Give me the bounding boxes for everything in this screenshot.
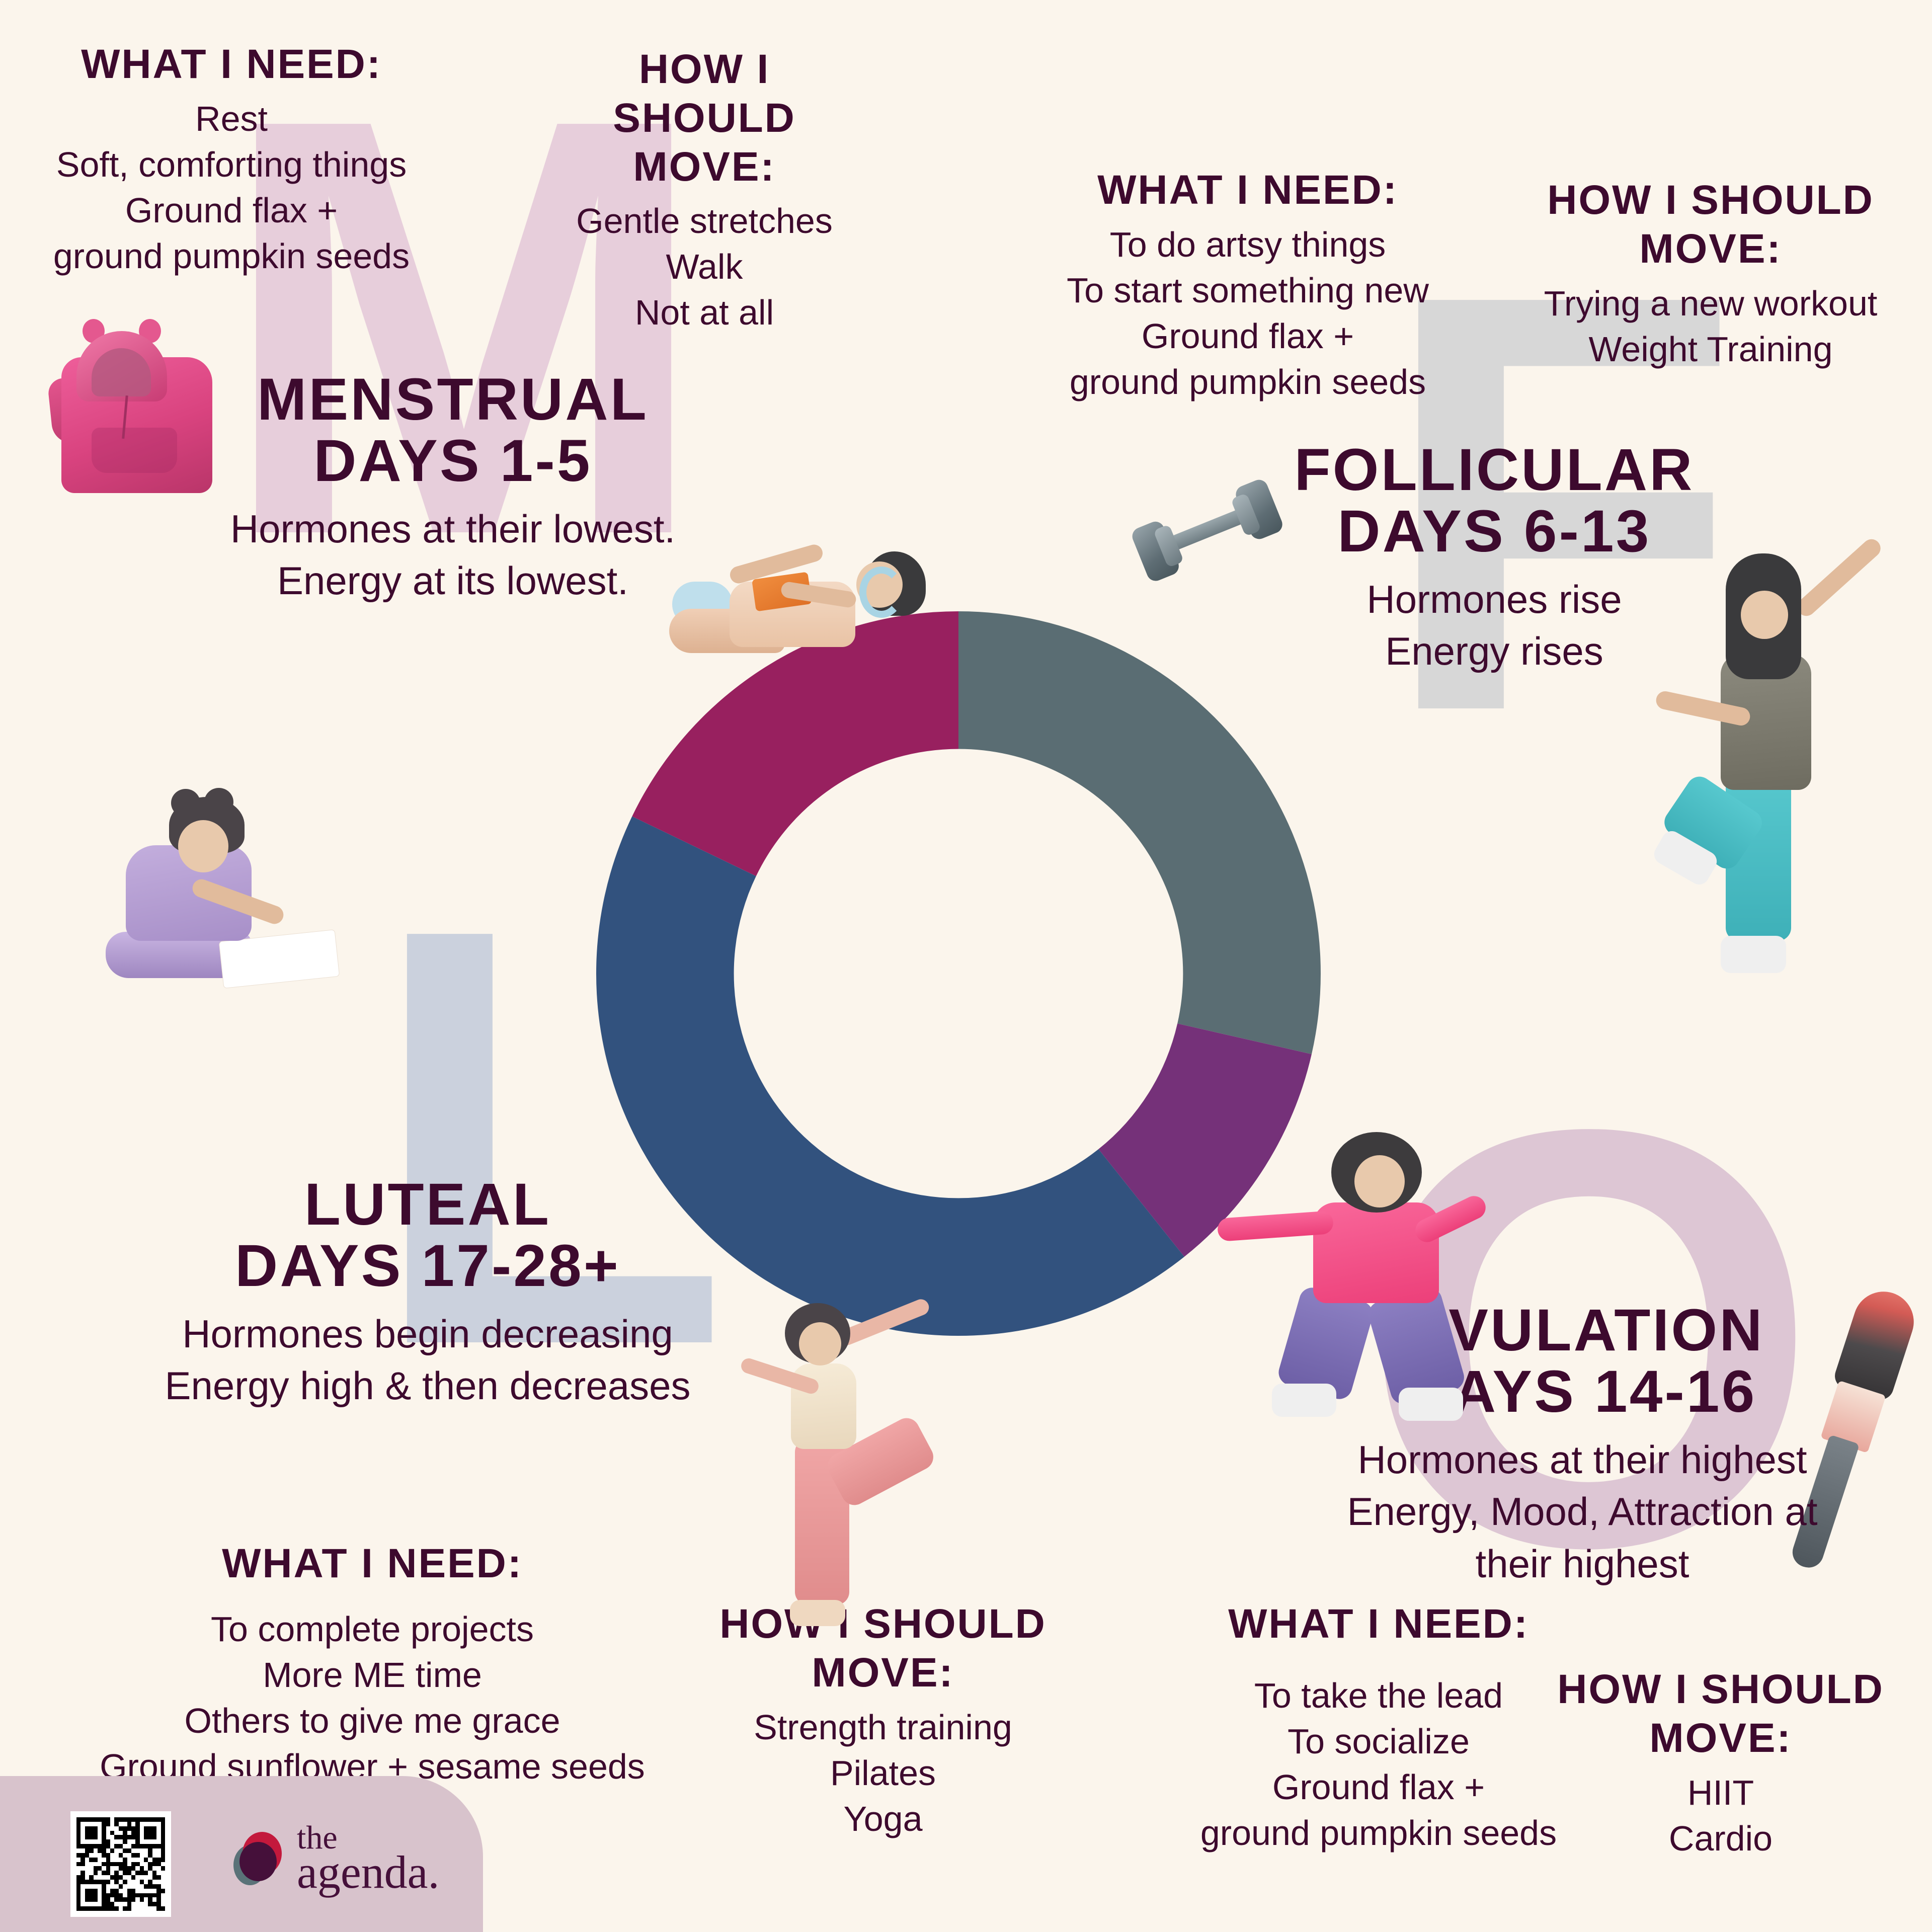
- desc-line: Hormones at their highest: [1357, 1437, 1807, 1482]
- menstrual-phase-days: DAYS 1-5: [313, 427, 592, 494]
- watermark-letter-m: M: [216, 0, 711, 659]
- logo-line-2: agenda.: [297, 1846, 440, 1898]
- desc-line: Energy at its lowest.: [277, 558, 628, 603]
- warrior-pose-figure-illustration: [1213, 1132, 1524, 1444]
- list-item: Not at all: [634, 293, 774, 333]
- resting-reading-figure-illustration: [654, 533, 936, 694]
- ovulation-need-heading: WHAT I NEED:: [1228, 1601, 1529, 1647]
- follicular-need-heading: WHAT I NEED:: [1097, 167, 1398, 213]
- list-item: ground pumpkin seeds: [53, 236, 410, 276]
- follicular-phase-days: DAYS 6-13: [1337, 498, 1651, 565]
- menstrual-need-heading: WHAT I NEED:: [81, 41, 382, 87]
- qr-code-grid: [76, 1817, 165, 1911]
- hoodie-illustration: [47, 302, 231, 503]
- follicular-title-block: FOLLICULAR DAYS 6-13 Hormones rise Energ…: [1228, 437, 1761, 678]
- qr-code[interactable]: [70, 1811, 171, 1917]
- menstrual-phase-name: MENSTRUAL: [257, 366, 649, 433]
- menstrual-need-list: Rest Soft, comforting things Ground flax…: [30, 96, 433, 279]
- logo-mark-icon: [231, 1830, 288, 1886]
- luteal-phase-days: DAYS 17-28+: [235, 1232, 620, 1299]
- list-item: More ME time: [263, 1655, 482, 1695]
- luteal-move-heading: HOW I SHOULD MOVE:: [719, 1601, 1046, 1696]
- menstrual-phase-desc: Hormones at their lowest. Energy at its …: [166, 503, 740, 607]
- donut-segment-follicular: [958, 611, 1321, 1055]
- logo-line-1: the: [297, 1819, 338, 1856]
- luteal-phase-name: LUTEAL: [304, 1171, 551, 1238]
- ovulation-move-block: HOW I SHOULD MOVE: HIIT Cardio: [1519, 1665, 1922, 1862]
- list-item: ground pumpkin seeds: [1069, 362, 1426, 401]
- follicular-phase-name: FOLLICULAR: [1294, 437, 1695, 503]
- menstrual-need-block: WHAT I NEED: Rest Soft, comforting thing…: [30, 40, 433, 279]
- list-item: To take the lead: [1254, 1675, 1503, 1715]
- luteal-need-heading: WHAT I NEED:: [222, 1541, 523, 1586]
- dancer-yoga-pose-figure-illustration: [725, 1268, 956, 1640]
- list-item: Gentle stretches: [576, 201, 833, 241]
- desc-line: Hormones rise: [1366, 577, 1622, 621]
- logo-wordmark: the agenda.: [297, 1819, 440, 1898]
- luteal-need-block: WHAT I NEED: To complete projects More M…: [80, 1540, 664, 1790]
- ovulation-need-list: To take the lead To socialize Ground fla…: [1152, 1673, 1605, 1856]
- menstrual-move-heading: HOW I SHOULD MOVE:: [613, 46, 796, 190]
- studying-figure-illustration: [70, 785, 342, 1006]
- follicular-need-block: WHAT I NEED: To do artsy things To start…: [1021, 166, 1474, 405]
- luteal-move-block: HOW I SHOULD MOVE: Strength training Pil…: [669, 1600, 1097, 1842]
- list-item: Rest: [195, 99, 268, 138]
- jumping-figure-illustration: [1650, 535, 1902, 991]
- ovulation-phase-name: OVULATION: [1400, 1297, 1764, 1363]
- ovulation-need-block: WHAT I NEED: To take the lead To sociali…: [1152, 1600, 1605, 1856]
- luteal-move-list: Strength training Pilates Yoga: [669, 1705, 1097, 1842]
- luteal-phase-desc: Hormones begin decreasing Energy high & …: [91, 1308, 765, 1412]
- list-item: Trying a new workout: [1544, 283, 1878, 323]
- follicular-move-heading: HOW I SHOULD MOVE:: [1547, 177, 1874, 272]
- desc-line: Energy high & then decreases: [165, 1363, 691, 1408]
- follicular-need-list: To do artsy things To start something ne…: [1021, 222, 1474, 405]
- list-item: To complete projects: [211, 1609, 534, 1649]
- menstrual-move-list: Gentle stretches Walk Not at all: [543, 198, 865, 336]
- menstrual-title-block: MENSTRUAL DAYS 1-5 Hormones at their low…: [166, 367, 740, 607]
- list-item: Weight Training: [1588, 329, 1833, 369]
- list-item: Soft, comforting things: [56, 144, 407, 184]
- list-item: Ground flax +: [1272, 1767, 1485, 1807]
- list-item: Others to give me grace: [184, 1701, 560, 1740]
- list-item: To do artsy things: [1109, 224, 1386, 264]
- desc-line: their highest: [1475, 1542, 1689, 1586]
- list-item: To socialize: [1287, 1721, 1470, 1761]
- list-item: Walk: [666, 247, 743, 287]
- list-item: Strength training: [754, 1707, 1012, 1747]
- desc-line: Hormones at their lowest.: [230, 506, 676, 551]
- ovulation-title-block: OVULATION DAYS 14-16 Hormones at their h…: [1273, 1298, 1892, 1590]
- follicular-phase-desc: Hormones rise Energy rises: [1228, 574, 1761, 678]
- donut-segment-ovulation: [1098, 1023, 1312, 1257]
- ovulation-phase-desc: Hormones at their highest Energy, Mood, …: [1273, 1434, 1892, 1590]
- donut-segment-menstrual: [632, 611, 958, 876]
- luteal-title-block: LUTEAL DAYS 17-28+ Hormones begin decrea…: [91, 1172, 765, 1412]
- desc-line: Hormones begin decreasing: [182, 1311, 673, 1356]
- desc-line: Energy rises: [1385, 629, 1603, 674]
- list-item: HIIT: [1687, 1773, 1754, 1812]
- list-item: Ground flax +: [1141, 316, 1354, 356]
- list-item: Ground flax +: [125, 190, 338, 230]
- follicular-move-list: Trying a new workout Weight Training: [1499, 281, 1922, 372]
- list-item: Pilates: [830, 1753, 936, 1793]
- desc-line: Energy, Mood, Attraction at: [1347, 1489, 1818, 1534]
- donut-segment-luteal: [596, 816, 1184, 1336]
- follicular-move-block: HOW I SHOULD MOVE: Trying a new workout …: [1499, 176, 1922, 372]
- ovulation-move-heading: HOW I SHOULD MOVE:: [1557, 1666, 1884, 1761]
- list-item: Yoga: [843, 1799, 923, 1838]
- ovulation-phase-days: DAYS 14-16: [1408, 1358, 1757, 1425]
- brand-logo[interactable]: the agenda.: [231, 1819, 440, 1898]
- cycle-donut-chart: [596, 611, 1321, 1336]
- list-item: Cardio: [1668, 1818, 1773, 1858]
- list-item: To start something new: [1067, 270, 1429, 310]
- luteal-need-list: To complete projects More ME time Others…: [80, 1606, 664, 1790]
- donut-svg: [596, 611, 1321, 1336]
- list-item: ground pumpkin seeds: [1200, 1813, 1557, 1853]
- ovulation-move-list: HIIT Cardio: [1519, 1770, 1922, 1862]
- menstrual-move-block: HOW I SHOULD MOVE: Gentle stretches Walk…: [543, 45, 865, 336]
